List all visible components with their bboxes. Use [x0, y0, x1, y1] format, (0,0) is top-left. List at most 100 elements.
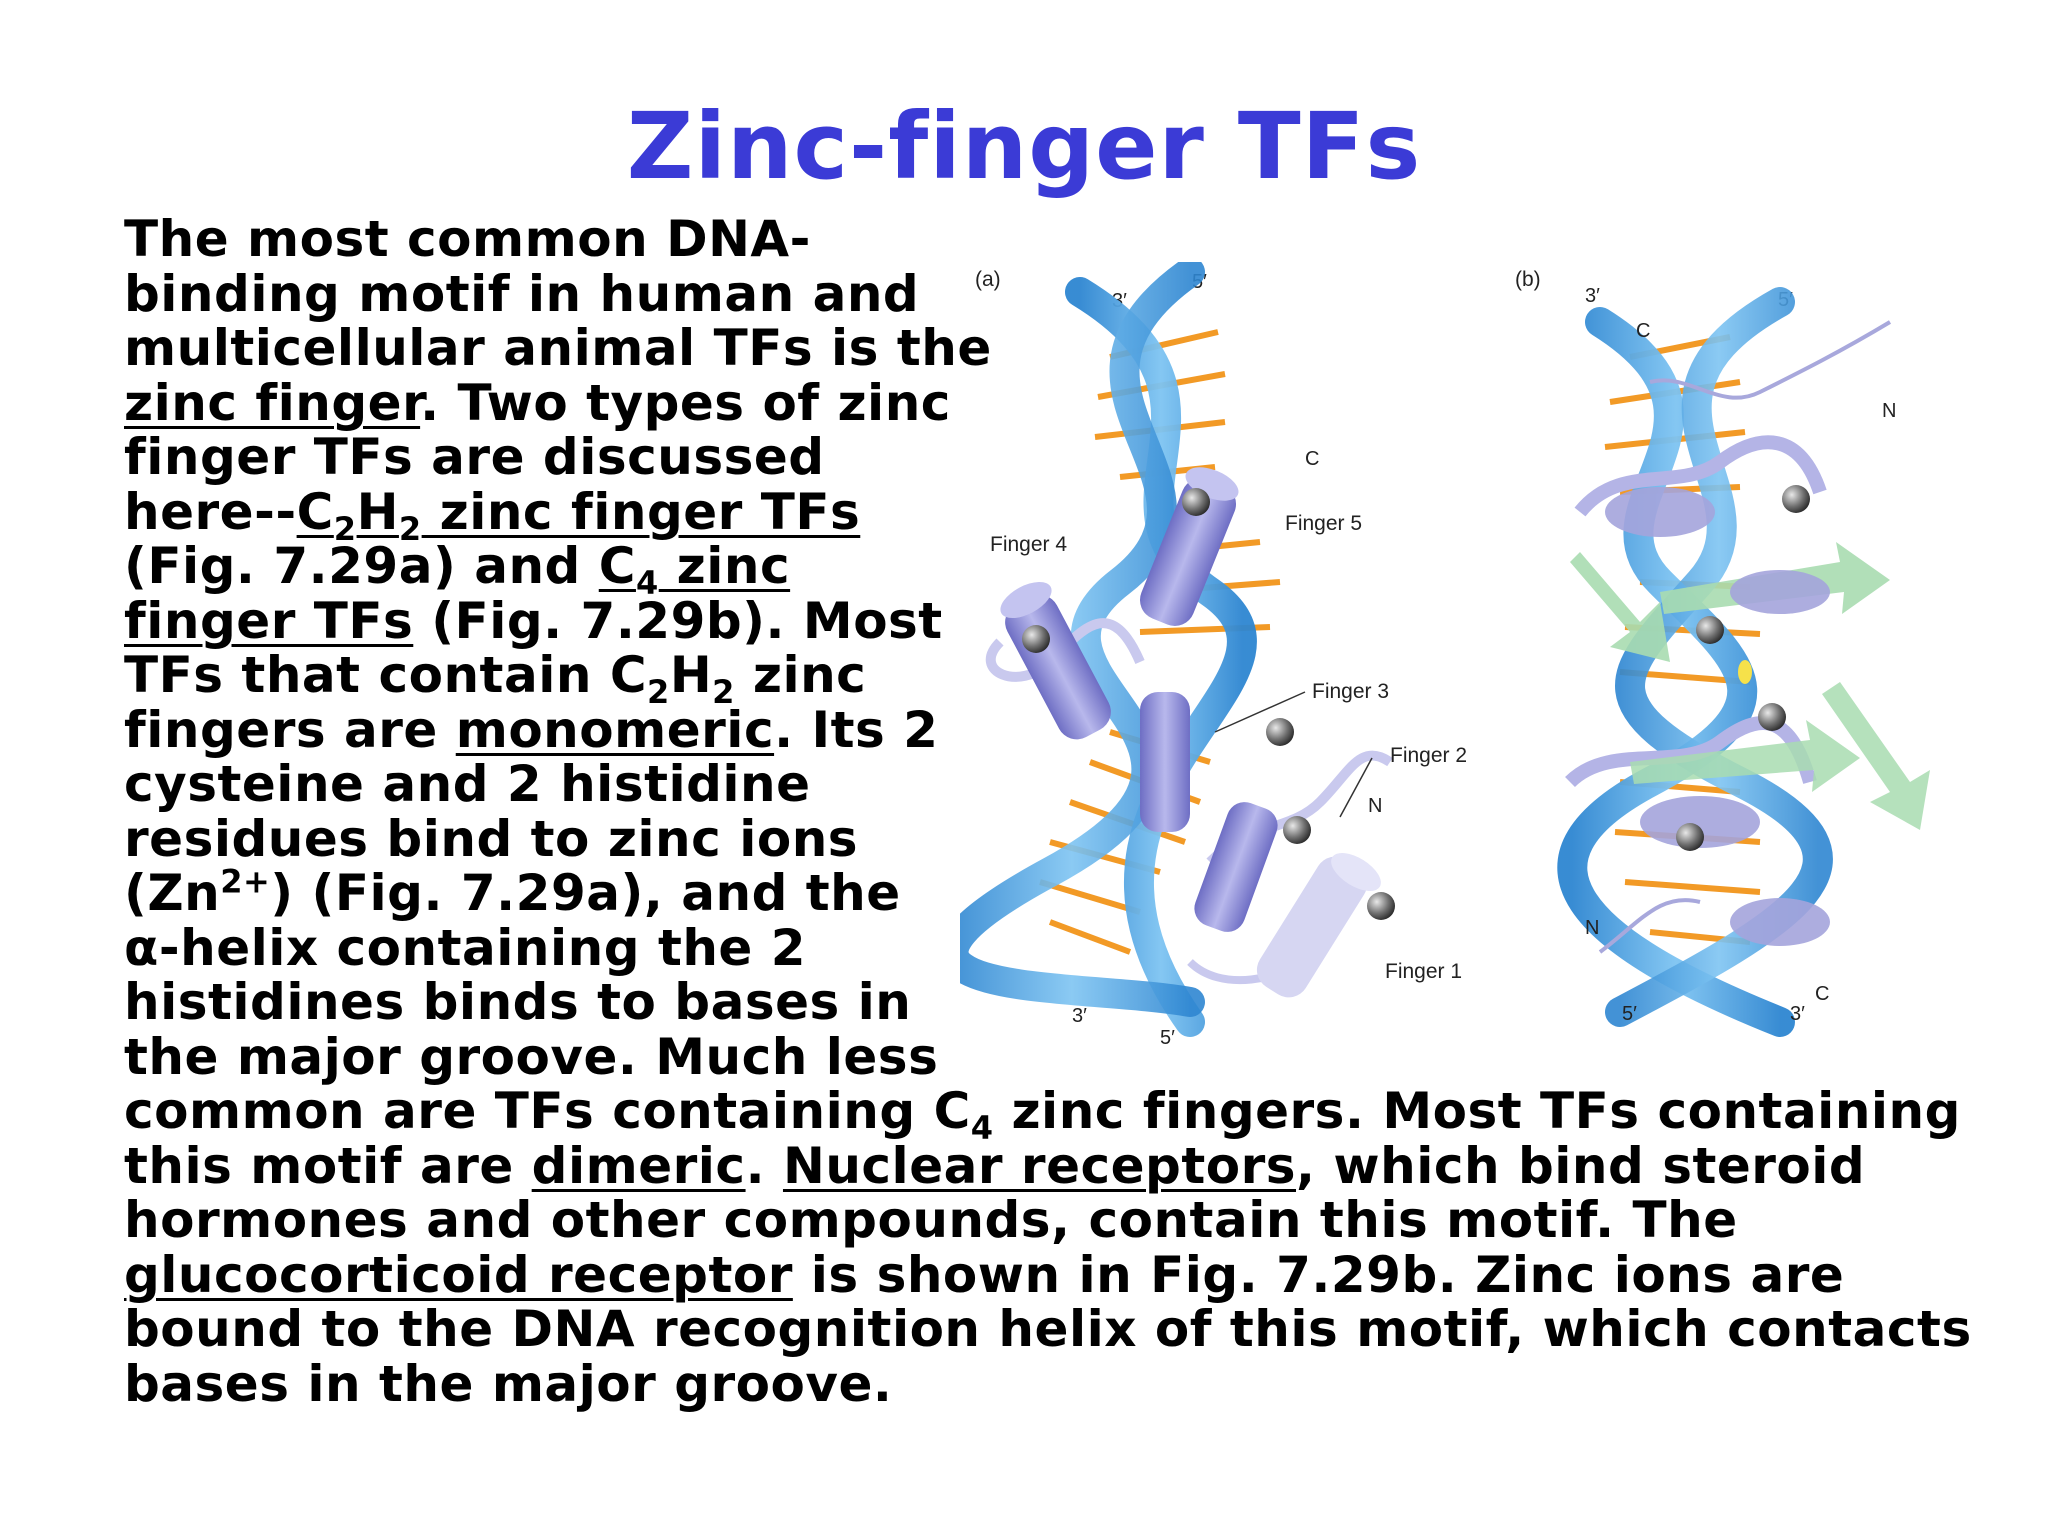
finger-1-helix	[1256, 852, 1381, 998]
text-span: histidines binds to bases in	[124, 973, 912, 1031]
protein-helix	[1730, 570, 1830, 614]
term-zinc-finger-tfs: zinc finger TFs	[421, 482, 861, 541]
subscript: 4	[970, 1109, 994, 1147]
finger-3-label: Finger 3	[1312, 680, 1389, 703]
helix-cylinder	[1139, 478, 1237, 626]
protein-loop	[1598, 898, 1701, 954]
center-marker	[1738, 660, 1752, 684]
text-line: cysteine and 2 histidine	[124, 757, 1972, 812]
leader-line	[1339, 757, 1373, 818]
text-span: α-helix containing the 2	[124, 918, 807, 977]
beta-strand	[1822, 682, 1930, 830]
protein-helix	[1640, 796, 1760, 848]
subscript: 2	[398, 509, 422, 548]
panel-a-label: (a)	[975, 268, 1001, 291]
zinc-ion	[1266, 718, 1294, 746]
text-line: hormones and other compounds, contain th…	[124, 1193, 1972, 1248]
text-span: this motif are	[124, 1136, 532, 1195]
text-span: binding motif in human and	[124, 264, 920, 323]
term-glucocorticoid-receptor: glucocorticoid receptor	[124, 1245, 793, 1304]
term-c2h2: C2H2	[297, 482, 422, 544]
finger-5-label: Finger 5	[1285, 512, 1362, 535]
zinc-ion	[1182, 488, 1210, 516]
figure-svg: (a) 3′ 5′	[960, 262, 1930, 1049]
text-span: H	[669, 646, 713, 704]
finger-2-helix	[1194, 802, 1278, 932]
panel-b-bottom-right-end: 3′	[1790, 1003, 1805, 1025]
panel-a: (a) 3′ 5′	[960, 262, 1467, 1049]
text-span: C	[598, 537, 636, 595]
protein-ribbon	[1565, 715, 1817, 788]
zinc-ion	[1022, 625, 1050, 653]
term-c4-zinc: C4 zinc	[598, 537, 791, 599]
text-span: the major groove. Much less	[124, 1027, 939, 1086]
text-line: α-helix containing the 2	[124, 918, 1972, 977]
text-span: multicellular animal TFs is the	[124, 319, 992, 377]
protein-helix	[1605, 487, 1715, 537]
zinc-ion	[1782, 485, 1810, 513]
text-line: binding motif in human and	[124, 264, 1972, 323]
subscript: 4	[635, 564, 659, 602]
text-span: common are TFs containing C	[124, 1082, 971, 1140]
panel-b-c-bottom: C	[1815, 983, 1829, 1005]
base-pair	[1039, 879, 1141, 915]
text-line: bound to the DNA recognition helix of th…	[124, 1302, 1972, 1357]
subscript: 2	[647, 673, 670, 711]
text-line: here--C2H2 zinc finger TFs	[124, 482, 1972, 544]
text-span: hormones and other compounds, contain th…	[124, 1191, 1738, 1249]
text-span: .	[745, 1136, 783, 1195]
text-line: bases in the major groove.	[124, 1356, 1972, 1412]
helix-cap	[1000, 581, 1052, 619]
text-line: common are TFs containing C4 zinc finger…	[124, 1082, 1972, 1144]
text-span: (Fig. 7.29b). Most	[413, 591, 943, 650]
text-span: . Two types of zinc	[420, 373, 951, 432]
text-span: cysteine and 2 histidine	[124, 755, 811, 813]
panel-b-n-right: N	[1882, 400, 1896, 422]
finger-3-helix	[1140, 692, 1190, 832]
subscript: 2	[333, 509, 357, 548]
protein-ribbon	[1574, 435, 1827, 517]
text-span: residues bind to zinc ions	[124, 809, 859, 868]
term-nuclear-receptors: Nuclear receptors	[782, 1136, 1296, 1195]
text-line: this motif are dimeric. Nuclear receptor…	[124, 1136, 1972, 1195]
panel-b-top-left-end: 3′	[1585, 285, 1600, 307]
zinc-ion	[1367, 892, 1395, 920]
text-line: zinc finger. Two types of zinc	[124, 373, 1972, 432]
panel-b-c-top: C	[1636, 320, 1650, 342]
text-line: histidines binds to bases in	[124, 975, 1972, 1030]
text-span: ) (Fig. 7.29a), and the	[270, 864, 901, 922]
dna-strand-a1	[1065, 277, 1257, 1037]
panel-a-n-terminus: N	[1368, 795, 1382, 817]
leader-lines-a	[1214, 691, 1373, 818]
text-line: The most common DNA-	[124, 212, 1972, 267]
term-zinc-finger: zinc finger	[124, 373, 421, 432]
body-paragraph: The most common DNA- binding motif in hu…	[124, 212, 1972, 1411]
text-span: H	[356, 482, 399, 541]
text-line: glucocorticoid receptor is shown in Fig.…	[124, 1245, 1972, 1304]
zinc-finger-figure: (a) 3′ 5′	[960, 262, 1960, 1062]
base-pair	[1624, 879, 1761, 895]
text-line: residues bind to zinc ions	[124, 809, 1972, 868]
text-span: (Fig. 7.29a) and	[124, 537, 599, 595]
text-span: (Zn	[124, 864, 221, 922]
panel-a-bottom-left-end: 3′	[1072, 1005, 1087, 1027]
panel-a-bottom-right-end: 5′	[1160, 1027, 1175, 1049]
text-span: The most common DNA-	[124, 210, 811, 268]
helix-cylinder	[1194, 802, 1278, 932]
dna-strand-a2	[960, 262, 1205, 1017]
text-line: (Zn2+) (Fig. 7.29a), and the	[124, 864, 1972, 922]
zinc-ion	[1676, 823, 1704, 851]
panel-b-label: (b)	[1515, 268, 1541, 291]
dna-strand-b2	[1605, 287, 1833, 1027]
base-pair	[1048, 919, 1132, 955]
protein-loop	[1649, 320, 1892, 400]
term-monomeric: monomeric	[455, 700, 775, 759]
text-span: zinc	[658, 537, 791, 595]
text-span: here--	[124, 482, 297, 541]
text-line: fingers are monomeric. Its 2	[124, 700, 1972, 759]
beta-strand	[1630, 720, 1860, 792]
zinc-ion	[1758, 703, 1786, 731]
panel-b-n-left: N	[1585, 917, 1599, 939]
text-span: . Its 2	[774, 700, 939, 759]
dna-strand-b1	[1557, 307, 1795, 1037]
